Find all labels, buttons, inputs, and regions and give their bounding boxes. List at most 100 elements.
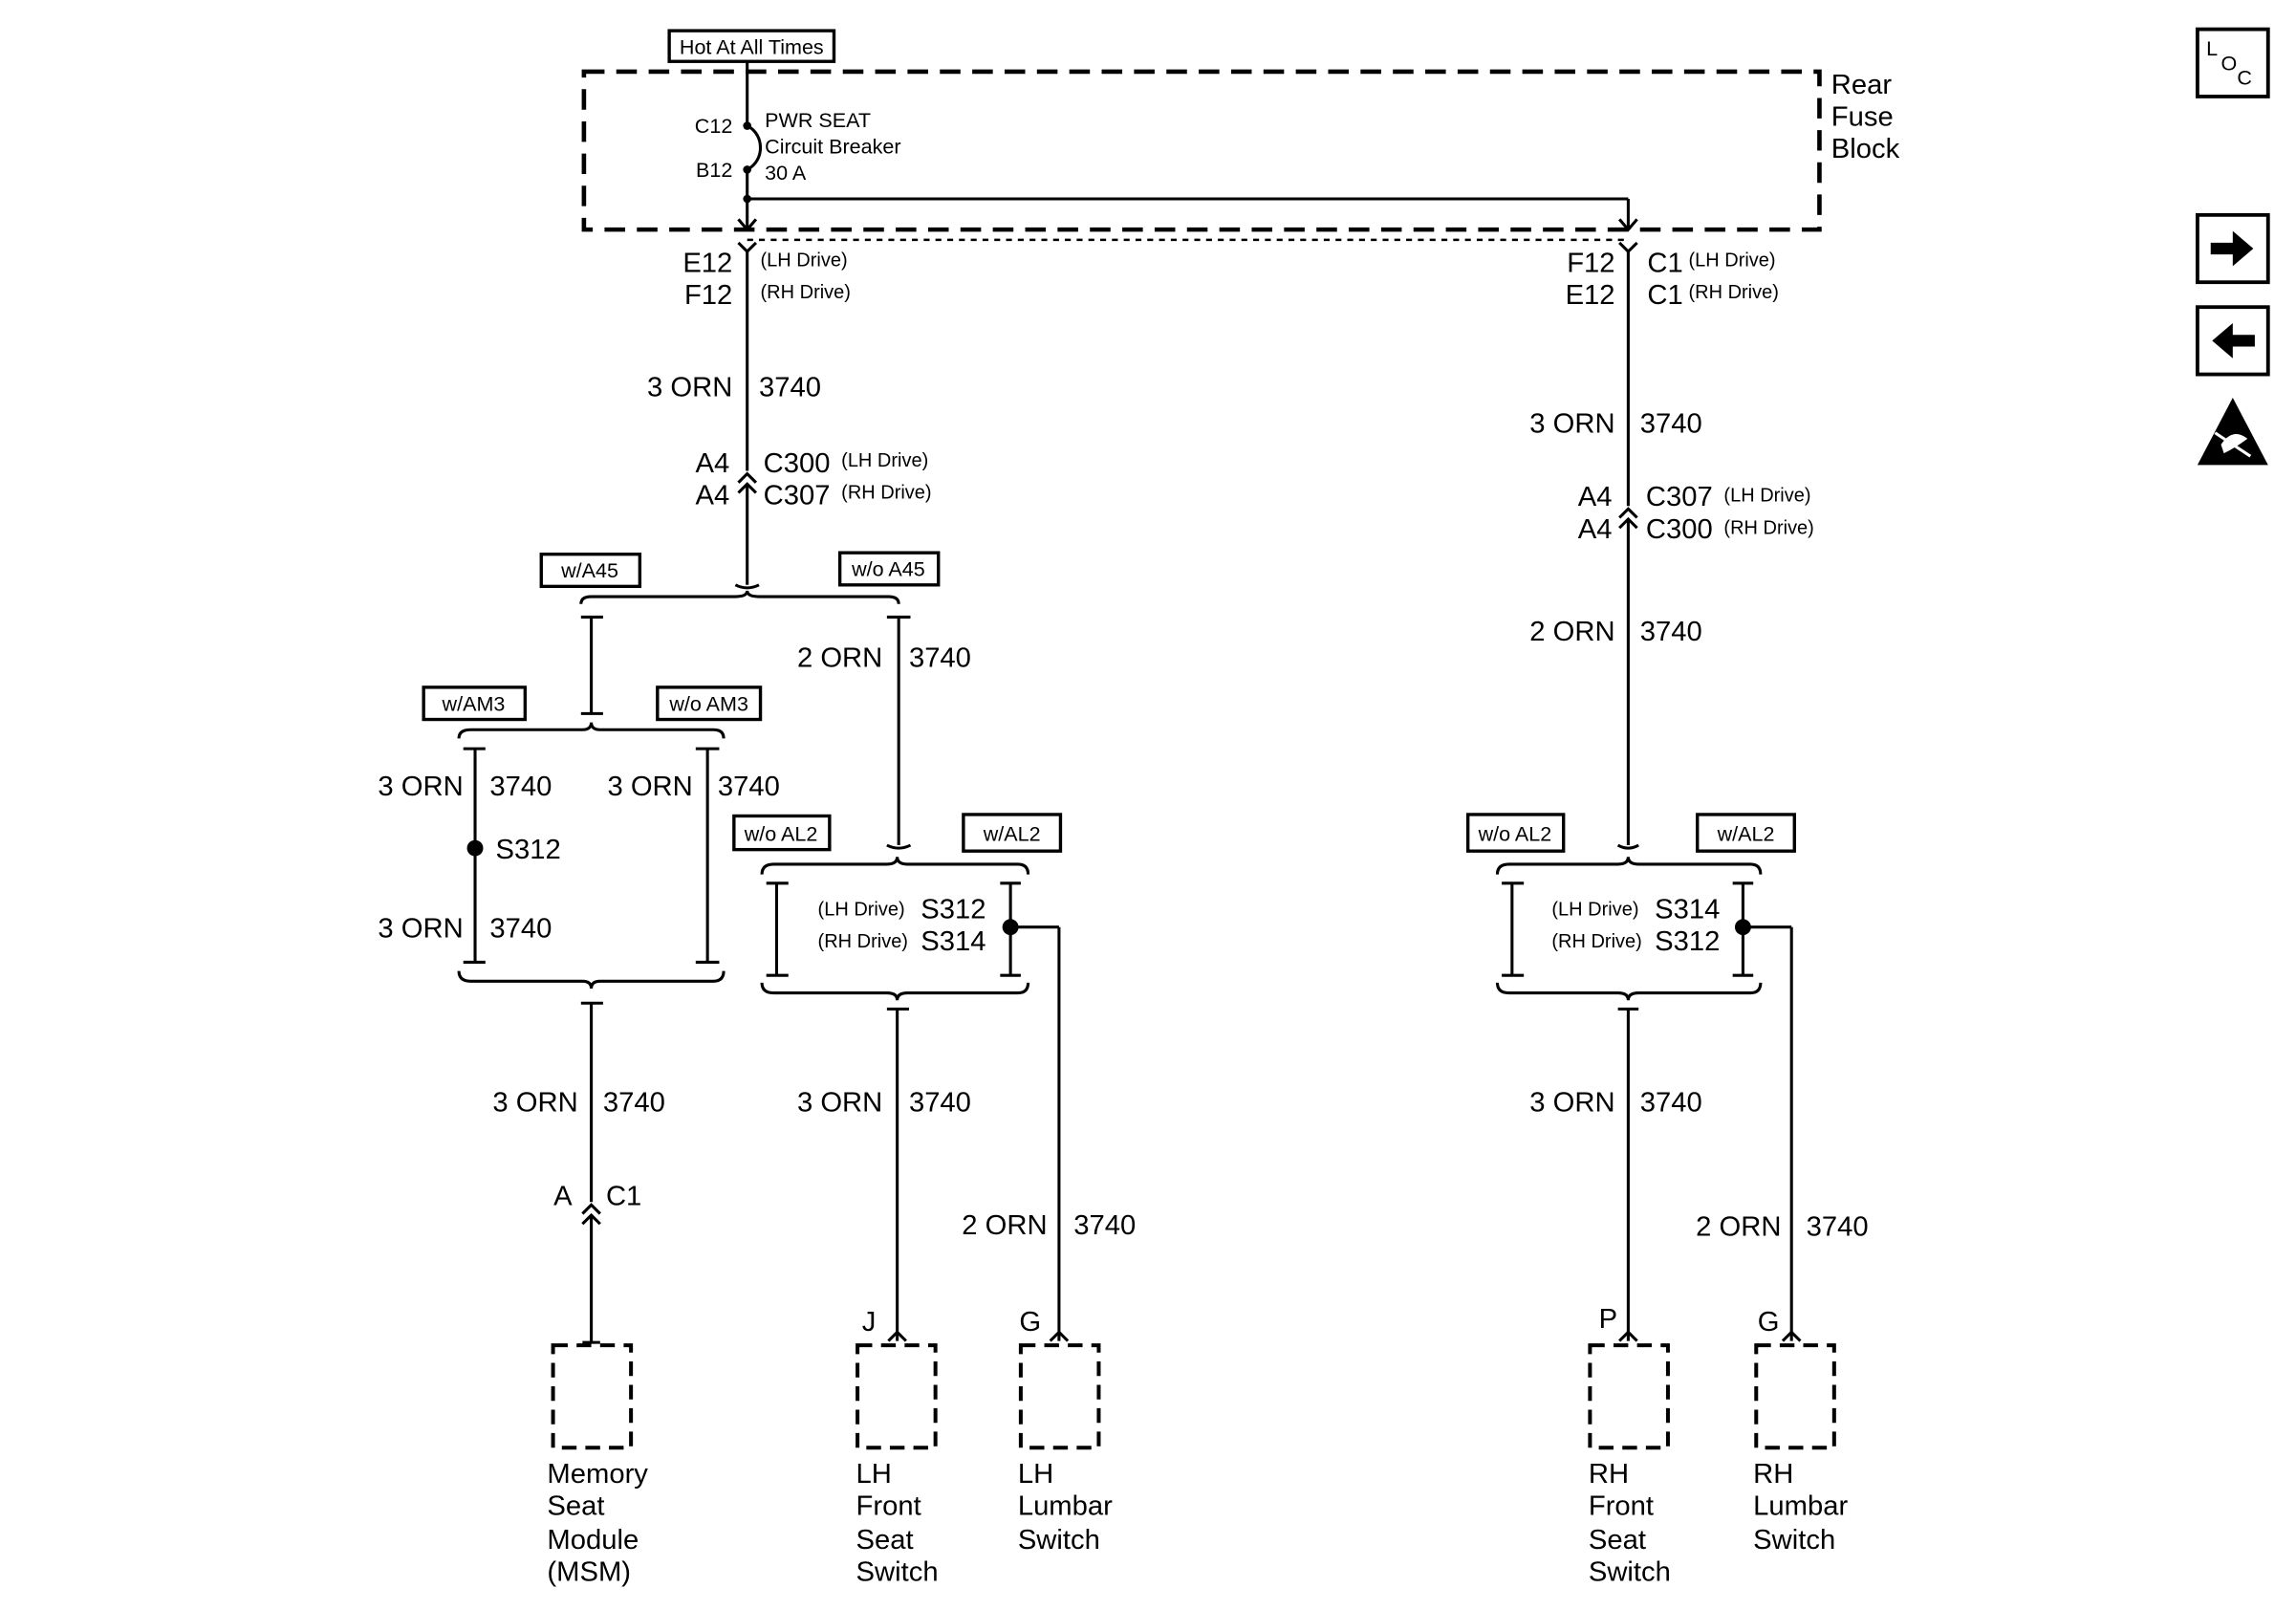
left-rh-drive-note: (RH Drive) bbox=[761, 282, 851, 303]
right-conn-2-note: (RH Drive) bbox=[1723, 517, 1813, 538]
rear-fuse-block-label-2: Fuse bbox=[1831, 102, 1894, 133]
svg-text:Seat: Seat bbox=[547, 1491, 604, 1522]
rh-splice-lh-note: (LH Drive) bbox=[1551, 900, 1638, 921]
msm-conn: C1 bbox=[606, 1181, 641, 1211]
svg-text:(MSM): (MSM) bbox=[547, 1556, 631, 1587]
svg-text:w/o AL2: w/o AL2 bbox=[744, 823, 818, 846]
msm-wire-gauge: 3 ORN bbox=[492, 1088, 577, 1119]
rh-option-wo-al2-label: w/o AL2 bbox=[1465, 813, 1566, 853]
right-conn-pin-1: A4 bbox=[1578, 482, 1613, 512]
rh-lumbar-wire-circuit: 3740 bbox=[1807, 1212, 1869, 1243]
svg-text:Switch: Switch bbox=[1018, 1525, 1100, 1556]
right-fuse-conn-lh: C1 bbox=[1647, 249, 1682, 279]
loc-icon[interactable]: L O C bbox=[2195, 27, 2270, 98]
left-conn-1-note: (LH Drive) bbox=[841, 450, 928, 471]
right-fuse-pin-rh: E12 bbox=[1566, 280, 1615, 311]
rh-splice-rh-note: (RH Drive) bbox=[1551, 931, 1641, 952]
right-conn-1-note: (LH Drive) bbox=[1723, 486, 1810, 507]
right-wire2-circuit: 3740 bbox=[1640, 617, 1702, 647]
right-wire1-gauge: 3 ORN bbox=[1529, 409, 1614, 440]
svg-text:w/AM3: w/AM3 bbox=[442, 692, 506, 715]
svg-text:Memory: Memory bbox=[547, 1459, 648, 1490]
left-conn-pin-2: A4 bbox=[695, 481, 729, 511]
am3-wire-b-gauge: 3 ORN bbox=[607, 772, 692, 802]
svg-text:Module: Module bbox=[547, 1525, 639, 1556]
svg-text:w/o A45: w/o A45 bbox=[851, 558, 925, 581]
left-conn-2-note: (RH Drive) bbox=[841, 483, 931, 504]
svg-text:Front: Front bbox=[1589, 1491, 1654, 1522]
am3-wire-b-circuit: 3740 bbox=[718, 772, 780, 802]
svg-text:Lumbar: Lumbar bbox=[1753, 1491, 1848, 1522]
lh-front-seat-switch-label: LH Front Seat Switch bbox=[856, 1459, 939, 1587]
svg-text:Switch: Switch bbox=[1589, 1556, 1671, 1587]
right-conn-2: C300 bbox=[1646, 514, 1713, 545]
rh-splice-lh: S314 bbox=[1655, 895, 1720, 925]
lh-seat-wire-gauge: 3 ORN bbox=[797, 1088, 882, 1119]
rh-seat-pin: P bbox=[1599, 1304, 1617, 1335]
lh-splice-rh: S314 bbox=[921, 926, 986, 957]
right-wire1-circuit: 3740 bbox=[1640, 409, 1702, 440]
option-w-am3-label: w/AM3 bbox=[422, 685, 528, 722]
pwr-seat-circuit-breaker bbox=[737, 61, 1638, 232]
rh-lumbar-switch-box bbox=[1754, 1343, 1836, 1450]
right-fuse-pin-lh: F12 bbox=[1567, 249, 1614, 279]
am3-wire-c-circuit: 3740 bbox=[489, 913, 552, 944]
rear-fuse-block-label-3: Block bbox=[1831, 134, 1900, 164]
right-conn-1: C307 bbox=[1646, 482, 1713, 512]
right-lh-drive-note: (LH Drive) bbox=[1688, 250, 1775, 271]
arrow-right-icon[interactable] bbox=[2195, 212, 2270, 285]
rh-seat-wire-circuit: 3740 bbox=[1640, 1088, 1702, 1119]
left-main-wire bbox=[737, 241, 758, 585]
lh-lumbar-wire-circuit: 3740 bbox=[1073, 1210, 1136, 1241]
rh-lumbar-switch-label: RH Lumbar Switch bbox=[1753, 1459, 1848, 1556]
esd-warning-icon bbox=[2197, 398, 2268, 466]
rear-fuse-block-label-1: Rear bbox=[1831, 70, 1893, 100]
svg-text:w/A45: w/A45 bbox=[560, 559, 618, 582]
lh-option-wo-al2-label: w/o AL2 bbox=[732, 814, 832, 852]
rh-lumbar-pin: G bbox=[1758, 1307, 1780, 1338]
option-wo-am3-label: w/o AM3 bbox=[656, 685, 763, 722]
msm-wire-circuit: 3740 bbox=[603, 1088, 665, 1119]
left-fuse-pin-lh: E12 bbox=[682, 249, 732, 279]
svg-text:w/AL2: w/AL2 bbox=[1717, 823, 1775, 846]
svg-text:w/o AM3: w/o AM3 bbox=[668, 692, 748, 715]
svg-text:w/o AL2: w/o AL2 bbox=[1478, 823, 1552, 846]
rh-lumbar-wire-gauge: 2 ORN bbox=[1696, 1212, 1781, 1243]
lh-seat-wire-circuit: 3740 bbox=[909, 1088, 971, 1119]
splice-s312-dot bbox=[466, 839, 484, 857]
lh-lumbar-wire-gauge: 2 ORN bbox=[962, 1210, 1047, 1241]
svg-text:C: C bbox=[2237, 67, 2252, 90]
am3-wire-c-gauge: 3 ORN bbox=[378, 913, 463, 944]
svg-text:LH: LH bbox=[1018, 1459, 1053, 1490]
svg-text:RH: RH bbox=[1753, 1459, 1793, 1490]
hot-at-all-times-label: Hot At All Times bbox=[667, 29, 836, 63]
lh-option-w-al2-label: w/AL2 bbox=[962, 813, 1063, 853]
right-wire2-gauge: 2 ORN bbox=[1529, 617, 1614, 647]
rh-front-seat-switch-label: RH Front Seat Switch bbox=[1589, 1459, 1671, 1587]
am3-option-bracket bbox=[457, 722, 726, 1203]
left-fuse-pin-rh: F12 bbox=[684, 280, 732, 311]
right-rh-drive-note: (RH Drive) bbox=[1688, 282, 1778, 303]
left-lh-drive-note: (LH Drive) bbox=[761, 250, 848, 271]
arrow-left-icon[interactable] bbox=[2195, 305, 2270, 377]
pin-b12: B12 bbox=[696, 159, 732, 182]
lh-al2-option-bracket bbox=[760, 857, 1070, 1342]
lh-splice-rh-note: (RH Drive) bbox=[818, 931, 908, 952]
left-wire1-gauge: 3 ORN bbox=[647, 373, 732, 403]
lh-lumbar-pin: G bbox=[1019, 1307, 1041, 1338]
lh-lumbar-switch-label: LH Lumbar Switch bbox=[1018, 1459, 1113, 1556]
rear-fuse-block-outline bbox=[581, 69, 1822, 232]
lh-front-seat-switch-box bbox=[856, 1343, 938, 1450]
splice-s312-label: S312 bbox=[496, 835, 561, 865]
wo-a45-wire-gauge: 2 ORN bbox=[797, 643, 882, 674]
svg-text:Seat: Seat bbox=[1589, 1525, 1646, 1556]
right-fuse-conn-rh: C1 bbox=[1647, 280, 1682, 311]
am3-wire-a-gauge: 3 ORN bbox=[378, 772, 463, 802]
svg-text:LH: LH bbox=[856, 1459, 892, 1490]
left-conn-1: C300 bbox=[764, 448, 831, 479]
svg-text:Seat: Seat bbox=[856, 1525, 914, 1556]
msm-pin: A bbox=[553, 1181, 573, 1211]
svg-text:Front: Front bbox=[856, 1491, 921, 1522]
msm-component-box bbox=[551, 1343, 634, 1450]
